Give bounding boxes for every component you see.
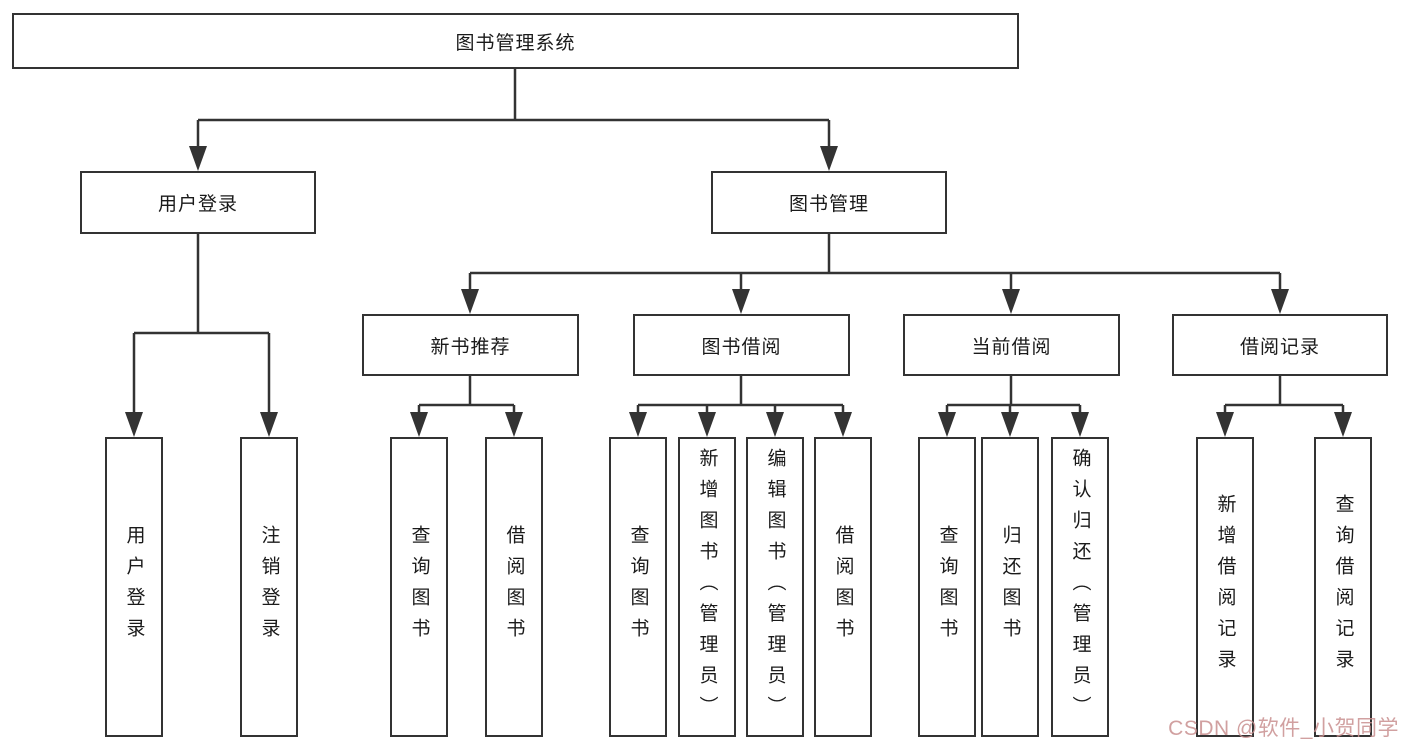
leaf-add-borrow-record: 新增借阅记录 bbox=[1196, 437, 1254, 737]
leaf-query-books-recommend: 查询图书 bbox=[390, 437, 448, 737]
node-book-management: 图书管理 bbox=[711, 171, 947, 234]
leaf-return-books: 归还图书 bbox=[981, 437, 1039, 737]
leaf-logout: 注销登录 bbox=[240, 437, 298, 737]
arrowhead-icons bbox=[125, 146, 1352, 437]
node-borrowing-records: 借阅记录 bbox=[1172, 314, 1388, 376]
node-book-borrowing: 图书借阅 bbox=[633, 314, 850, 376]
leaf-borrow-books-recommend: 借阅图书 bbox=[485, 437, 543, 737]
leaf-query-borrow-record: 查询借阅记录 bbox=[1314, 437, 1372, 737]
leaf-user-login: 用户登录 bbox=[105, 437, 163, 737]
node-library-management-system: 图书管理系统 bbox=[12, 13, 1019, 69]
node-user-login: 用户登录 bbox=[80, 171, 316, 234]
leaf-add-books-admin: 新增图书（管理员） bbox=[678, 437, 736, 737]
leaf-edit-books-admin: 编辑图书（管理员） bbox=[746, 437, 804, 737]
csdn-watermark: CSDN @软件_小贺同学 bbox=[1168, 717, 1399, 740]
leaf-query-books-current: 查询图书 bbox=[918, 437, 976, 737]
leaf-borrow-books: 借阅图书 bbox=[814, 437, 872, 737]
leaf-confirm-return-admin: 确认归还（管理员） bbox=[1051, 437, 1109, 737]
leaf-query-books-borrow: 查询图书 bbox=[609, 437, 667, 737]
node-new-book-recommendation: 新书推荐 bbox=[362, 314, 579, 376]
node-current-borrowing: 当前借阅 bbox=[903, 314, 1120, 376]
